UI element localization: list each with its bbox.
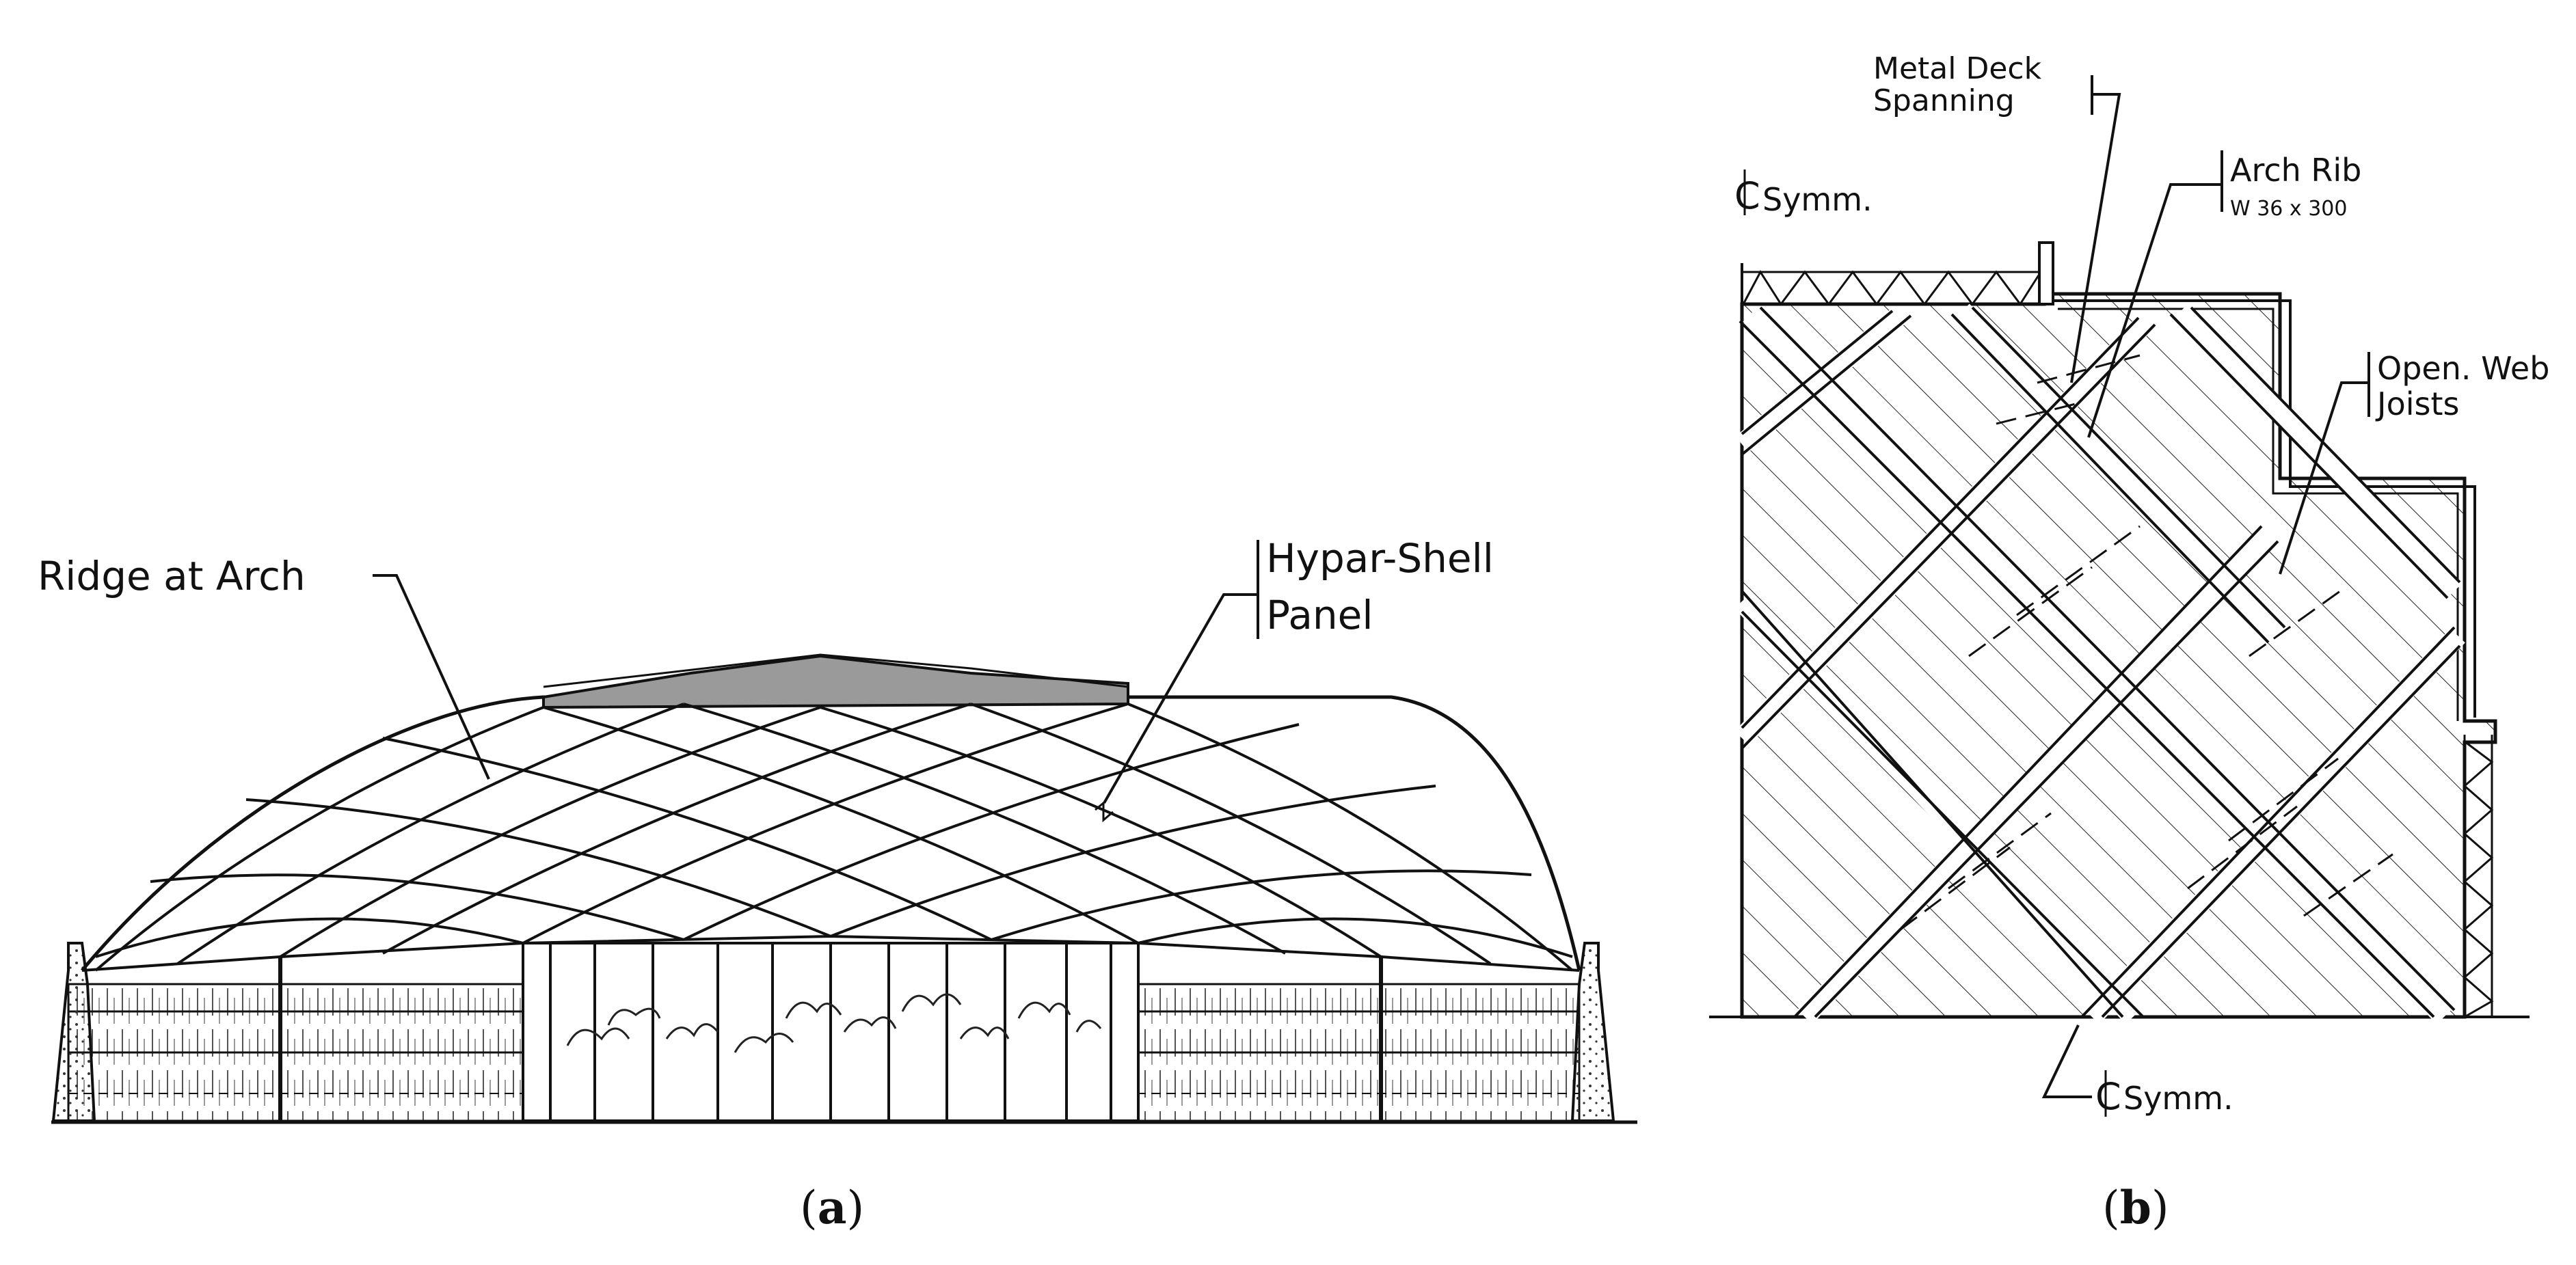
caption-b: (b): [2102, 1181, 2169, 1234]
hypar-label-line2: Panel: [1266, 592, 1373, 638]
hypar-label-line1: Hypar-Shell: [1266, 535, 1494, 582]
joists-label-line1: Open. Web: [2377, 350, 2549, 387]
caption-a: (a): [800, 1181, 864, 1234]
svg-text:C: C: [1734, 174, 1760, 217]
arch-ribs: [1734, 303, 2465, 1024]
right-edge-truss: [2463, 735, 2494, 1018]
hypar-leader: [1103, 593, 1258, 804]
bottom-symm-leader: [2041, 1024, 2092, 1098]
arch-ridge-grid: [94, 703, 1574, 972]
deck-leader: [2070, 93, 2121, 383]
dome-profile: [81, 695, 1581, 972]
ridge-label: Ridge at Arch: [38, 553, 306, 599]
deck-label-line1: Metal Deck: [1873, 51, 2042, 86]
deck-dash-lines: [1900, 354, 2393, 931]
joists-label-line2: Joists: [2375, 385, 2459, 422]
dome-elevation-drawing: Ridge at Arch Hypar-Shell Panel (a): [38, 535, 1637, 1234]
right-buttress: [1570, 942, 1615, 1122]
left-buttress: [51, 942, 96, 1122]
ridge-leader: [373, 574, 490, 780]
top-edge-truss: [1742, 241, 2054, 306]
entrance-glazing: [522, 942, 1140, 1122]
rib-leader: [2087, 183, 2222, 438]
rib-label-line1: Arch Rib: [2230, 152, 2361, 189]
crown-ring: [542, 653, 1129, 709]
roof-framing-plan: Metal Deck Spanning Arch Rib W 36 x 300 …: [1709, 51, 2549, 1234]
svg-text:C: C: [2095, 1075, 2121, 1118]
symm-label-bottom: Symm.: [2123, 1080, 2233, 1117]
centerline-symbol-bottom: C: [2095, 1070, 2121, 1118]
symm-label-top: Symm.: [1762, 181, 1873, 218]
joists-leader: [2279, 381, 2369, 575]
centerline-symbol-top: C: [1734, 169, 1760, 217]
deck-label-line2: Spanning: [1873, 83, 2015, 118]
rib-label-line2: W 36 x 300: [2230, 197, 2347, 221]
